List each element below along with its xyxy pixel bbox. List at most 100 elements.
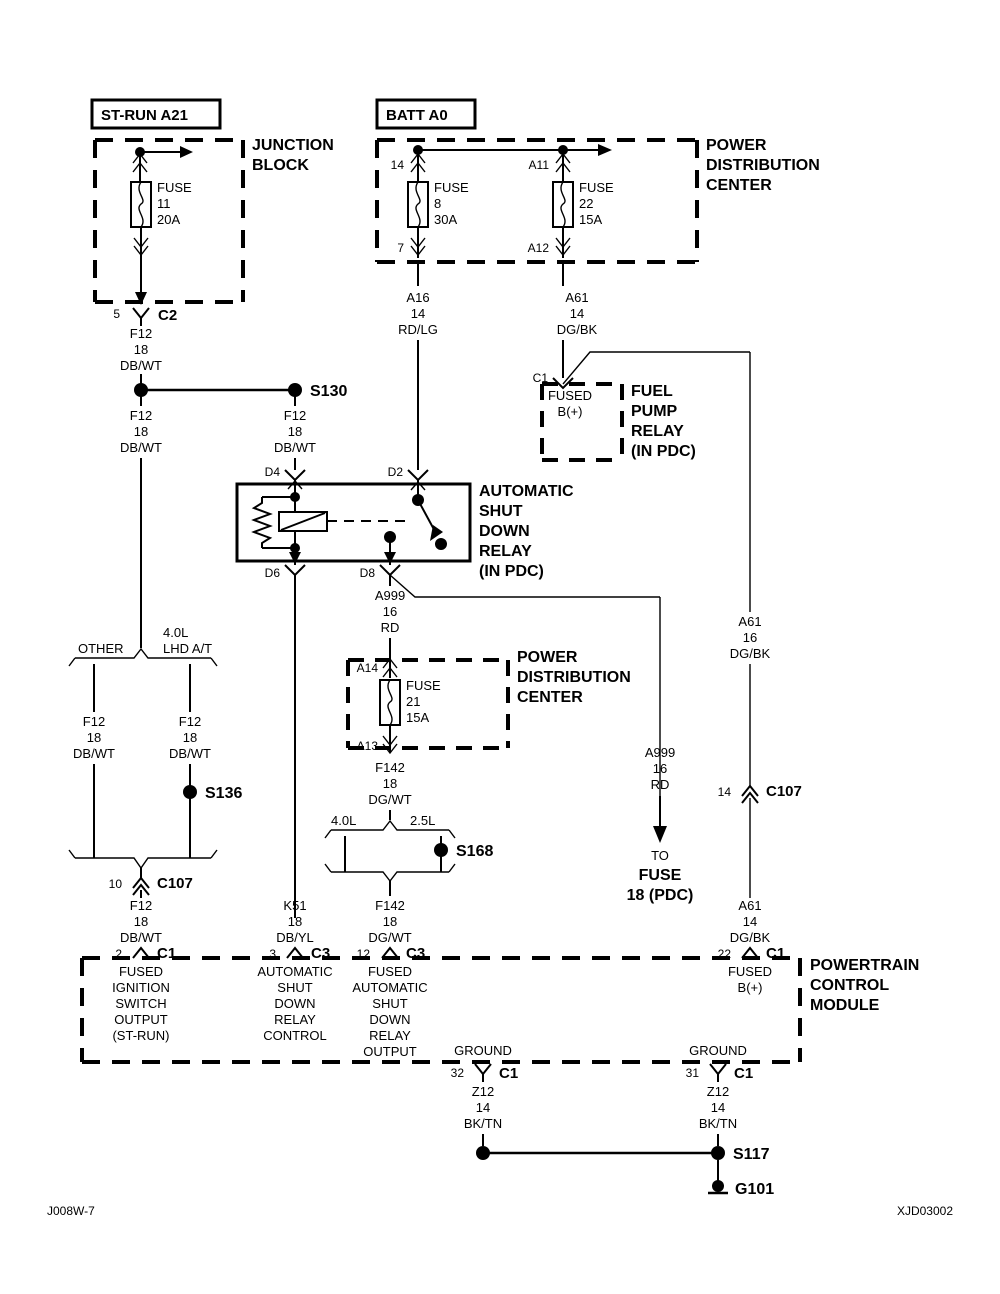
wire-a61-mid-gauge: 16 bbox=[743, 630, 757, 645]
asd-relay-pin-d6: D6 bbox=[265, 566, 281, 580]
connector-c1-gnd-32-name: C1 bbox=[499, 1065, 518, 1082]
pcm-asd-out-line4: DOWN bbox=[369, 1012, 410, 1027]
asd-relay-label-line5: (IN PDC) bbox=[479, 563, 544, 580]
option-label-other: OTHER bbox=[78, 641, 124, 656]
pdc-mid-label-line1: POWER bbox=[517, 649, 578, 666]
fuse-21-label-line2: 21 bbox=[406, 694, 420, 709]
wire-z12-left-color: BK/TN bbox=[464, 1116, 502, 1131]
fuse-11-label-line3: 20A bbox=[157, 212, 180, 227]
pcm-terminal-asd-output: FUSED AUTOMATIC SHUT DOWN RELAY OUTPUT bbox=[352, 964, 427, 1059]
fuel-pump-relay-label-line2: PUMP bbox=[631, 403, 678, 420]
splice-s117-label: S117 bbox=[733, 1146, 770, 1163]
pcm-fused-b-line2: B(+) bbox=[738, 980, 763, 995]
pcm-fused-ign-line4: OUTPUT bbox=[114, 1012, 168, 1027]
connector-c1-fuelpump: C1 bbox=[533, 371, 574, 390]
junction-block-label-line2: BLOCK bbox=[252, 157, 309, 174]
asd-relay-pin-d8: D8 bbox=[360, 566, 376, 580]
wire-f142-top-gauge: 18 bbox=[383, 776, 397, 791]
pcm-asd-out-line3: SHUT bbox=[372, 996, 407, 1011]
wire-a61-bot-circuit: A61 bbox=[738, 898, 761, 913]
wire-label-c2-out-circuit: F12 bbox=[130, 326, 152, 341]
connector-c107-right-pin: 14 bbox=[718, 785, 732, 799]
wire-c107-out-circuit: F12 bbox=[130, 898, 152, 913]
connector-c3-pcm-12-name: C3 bbox=[406, 945, 425, 962]
connector-c2: 5 C2 bbox=[113, 307, 177, 326]
wire-a16-circuit: A16 bbox=[406, 290, 429, 305]
fuse-21-in-pin: A14 bbox=[357, 661, 379, 675]
connector-c1-pcm-22: 22 C1 bbox=[718, 945, 786, 962]
junction-block-label-line1: JUNCTION bbox=[252, 137, 334, 154]
wire-f142-top-color: DG/WT bbox=[368, 792, 411, 807]
ground-g101: G101 bbox=[708, 1160, 774, 1198]
wire-a16: A16 14 RD/LG bbox=[398, 262, 438, 470]
pcm-asd-ctrl-line2: SHUT bbox=[277, 980, 312, 995]
fuse-22-in-pin: A11 bbox=[529, 158, 550, 172]
fuse-21: A14 A13 FUSE 21 15A bbox=[357, 657, 441, 755]
asd-relay-pins-bottom: D6 D8 bbox=[265, 564, 661, 835]
fuse-22-out-pin: A12 bbox=[528, 241, 550, 255]
pcm-ground-left-label: GROUND bbox=[454, 1043, 512, 1058]
fuel-pump-terminal-line1: FUSED bbox=[548, 388, 592, 403]
pcm-enclosure bbox=[80, 956, 802, 1064]
pcm-label-line2: CONTROL bbox=[810, 977, 889, 994]
wire-c107-out-gauge: 18 bbox=[134, 914, 148, 929]
wire-label-s130-left-gauge: 18 bbox=[134, 424, 148, 439]
splice-s136-label: S136 bbox=[205, 785, 242, 802]
pdc-top-enclosure bbox=[375, 138, 699, 264]
wire-a999-d8-gauge: 16 bbox=[383, 604, 397, 619]
wire-label-s130-right-color: DB/WT bbox=[274, 440, 316, 455]
wire-a999-tofuse-gauge: 16 bbox=[653, 761, 667, 776]
fuse-8: 14 7 FUSE 8 30A bbox=[391, 150, 469, 258]
wire-a61-bot: A61 14 DG/BK bbox=[730, 898, 771, 945]
pcm-terminal-asd-control: AUTOMATIC SHUT DOWN RELAY CONTROL bbox=[257, 964, 332, 1043]
fuel-pump-relay-label-line1: FUEL bbox=[631, 383, 673, 400]
connector-c1-pcm-22-pin: 22 bbox=[718, 947, 732, 961]
connector-c2-name: C2 bbox=[158, 307, 177, 324]
pcm-asd-ctrl-line5: CONTROL bbox=[263, 1028, 327, 1043]
fuel-pump-terminal-line2: B(+) bbox=[558, 404, 583, 419]
wire-f142-bot: F142 18 DG/WT bbox=[368, 898, 411, 945]
junction-block-bus bbox=[132, 146, 193, 182]
wire-z12-left-gauge: 14 bbox=[476, 1100, 490, 1115]
asd-relay-label-line3: DOWN bbox=[479, 523, 530, 540]
asd-relay-internals bbox=[251, 479, 447, 565]
wire-label-s130-right: F12 18 DB/WT bbox=[274, 396, 316, 470]
wire-lhd-circuit: F12 bbox=[179, 714, 201, 729]
fuse-8-label-line3: 30A bbox=[434, 212, 457, 227]
connector-c3-pcm-12: 12 C3 bbox=[357, 945, 426, 962]
connector-c107-left-pin: 10 bbox=[109, 877, 123, 891]
fuse-8-in-pin: 14 bbox=[391, 158, 405, 172]
wire-a61-mid: A61 16 DG/BK bbox=[730, 614, 771, 786]
connector-c1-gnd-32: 32 C1 bbox=[451, 1063, 518, 1082]
splice-s168-label: S168 bbox=[456, 843, 493, 860]
pcm-fused-ign-line2: IGNITION bbox=[112, 980, 170, 995]
ground-g101-label: G101 bbox=[735, 1181, 774, 1198]
fuse-22: A11 A12 FUSE 22 15A bbox=[528, 150, 614, 258]
wire-z12-left: Z12 14 BK/TN bbox=[464, 1084, 502, 1146]
wire-f142-bot-circuit: F142 bbox=[375, 898, 405, 913]
connector-c3-pcm-3-pin: 3 bbox=[269, 947, 276, 961]
fuel-pump-relay-label-line4: (IN PDC) bbox=[631, 443, 696, 460]
wire-a999-d8-circuit: A999 bbox=[375, 588, 405, 603]
wire-a61-bot-gauge: 14 bbox=[743, 914, 757, 929]
footer-right: XJD03002 bbox=[897, 1204, 953, 1218]
asd-relay-pins-top: D4 D2 bbox=[265, 465, 429, 482]
to-fuse-18-line3: 18 (PDC) bbox=[627, 887, 694, 904]
title-block-st-run: ST-RUN A21 bbox=[90, 98, 222, 130]
pdc-mid-label-line3: CENTER bbox=[517, 689, 583, 706]
wire-k51-color: DB/YL bbox=[276, 930, 314, 945]
asd-relay-label-line1: AUTOMATIC bbox=[479, 483, 574, 500]
pcm-asd-out-line2: AUTOMATIC bbox=[352, 980, 427, 995]
option-bracket-engine: 4.0L 2.5L S168 bbox=[324, 813, 493, 896]
wire-z12-right-circuit: Z12 bbox=[707, 1084, 729, 1099]
wire-f142-top: F142 18 DG/WT bbox=[368, 760, 412, 820]
title-block-batt-label: BATT A0 bbox=[386, 107, 448, 124]
wire-lhd-color: DB/WT bbox=[169, 746, 211, 761]
wire-other-color: DB/WT bbox=[73, 746, 115, 761]
connector-c2-pin: 5 bbox=[113, 307, 120, 321]
wire-label-c2-out: F12 18 DB/WT bbox=[120, 326, 162, 384]
splice-s117: S117 bbox=[476, 1146, 770, 1163]
title-block-batt: BATT A0 bbox=[375, 98, 477, 130]
asd-relay-pin-d2: D2 bbox=[388, 465, 404, 479]
